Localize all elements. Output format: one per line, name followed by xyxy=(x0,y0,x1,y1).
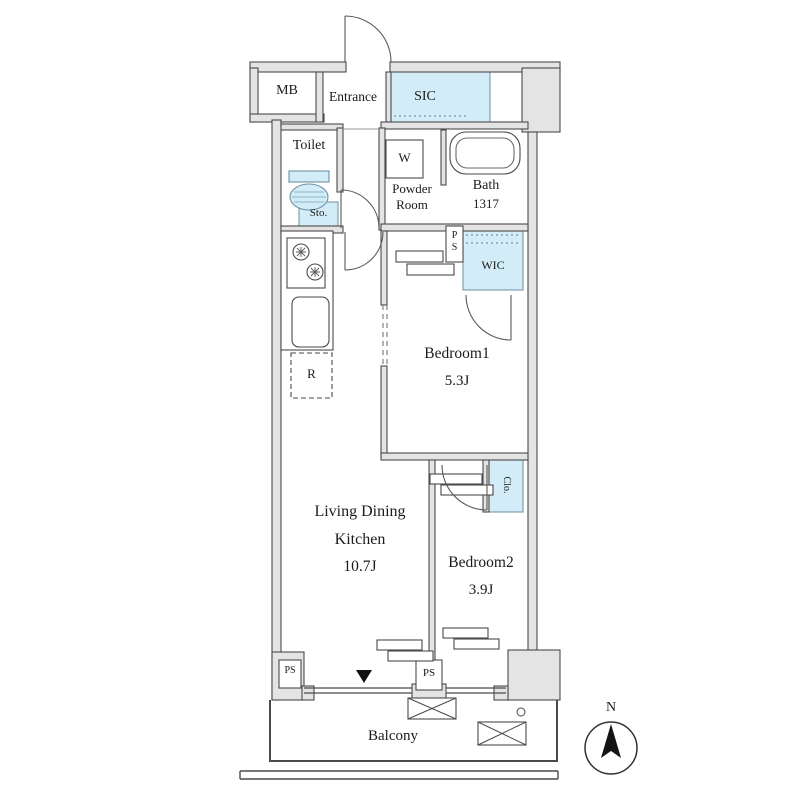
compass-north-label: N xyxy=(605,700,617,715)
sink-icon xyxy=(291,296,330,348)
dotted-details xyxy=(394,115,520,244)
wall-bedroom1-bottom xyxy=(380,452,529,461)
direction-triangle xyxy=(356,670,372,683)
wall-top-right-block xyxy=(521,67,561,133)
storage-label: Sto. xyxy=(309,207,328,219)
ps-bottom-mid-label: PS xyxy=(422,667,436,679)
sic-area xyxy=(389,71,491,123)
bedroom1-label: Bedroom1 xyxy=(424,345,490,362)
powder-room-label-line1: Powder xyxy=(392,181,432,196)
balcony-label: Balcony xyxy=(368,728,418,744)
mb-label: MB xyxy=(276,83,298,98)
fridge-box xyxy=(290,352,333,399)
wall-bath-left xyxy=(440,129,447,186)
ldk-label-line2: Kitchen xyxy=(334,531,386,548)
toilet-tank-icon xyxy=(288,170,330,183)
wic-door-arc xyxy=(465,294,512,341)
bedroom1-size-label: 5.3J xyxy=(444,373,470,389)
toilet-label: Toilet xyxy=(292,138,326,153)
ldk-size-label: 10.7J xyxy=(343,558,377,575)
closet-area xyxy=(488,459,524,513)
slider-bedroom2-1 xyxy=(429,473,483,485)
slider-bedroom2-2 xyxy=(440,484,494,496)
wall-bedroom1-left-upper xyxy=(380,230,388,306)
wall-left xyxy=(271,119,282,701)
slider-ldk-window-1 xyxy=(376,639,423,651)
slider-ldk-window-2 xyxy=(387,650,434,662)
slider-bedroom2-window-2 xyxy=(453,638,500,650)
wall-bedroom1-left-lower xyxy=(380,365,388,459)
balcony-hatch-x-1 xyxy=(407,697,457,720)
ps-box-top xyxy=(445,225,464,263)
fridge-label: R xyxy=(307,366,316,381)
wic-area xyxy=(462,225,524,291)
wall-bottom-right-block xyxy=(507,649,561,701)
closet-door-arc xyxy=(441,464,488,511)
bedroom2-size-label: 3.9J xyxy=(468,582,494,598)
ps-top-label: PS xyxy=(449,230,460,254)
sic-label: SIC xyxy=(414,89,436,104)
closet-label: Clo. xyxy=(501,476,512,494)
balcony-outline xyxy=(269,700,558,762)
washer-label: W xyxy=(398,150,411,165)
entrance-door-arc xyxy=(344,15,392,63)
slider-bedroom2-window-1 xyxy=(442,627,489,639)
burner-1-grate xyxy=(296,247,306,257)
wall-mb-right xyxy=(315,71,324,123)
doors xyxy=(340,15,512,511)
burner-2-grate xyxy=(310,267,320,277)
compass xyxy=(584,721,638,775)
slider-powder-2 xyxy=(406,263,455,276)
wall-toilet-top xyxy=(280,123,344,131)
compass-needle-icon xyxy=(601,724,621,758)
bedroom2-label: Bedroom2 xyxy=(448,554,514,571)
wall-top-right xyxy=(389,61,561,73)
ps-bottom-left-label: PS xyxy=(284,665,296,676)
bath-label: Bath xyxy=(472,178,500,193)
slider-powder-1 xyxy=(395,250,444,263)
bath-size-label: 1317 xyxy=(473,196,499,211)
entrance-label: Entrance xyxy=(329,89,377,104)
ps-box-bottom-mid xyxy=(415,659,443,691)
partition-dashed xyxy=(382,305,388,366)
wall-toilet-right xyxy=(336,127,344,193)
building-edge-lines xyxy=(239,770,559,780)
ldk-label-line1: Living Dining xyxy=(314,503,406,520)
wall-powder-left xyxy=(378,127,386,231)
washer-icon xyxy=(385,139,424,179)
balcony-hatch-x-2 xyxy=(477,721,527,746)
bottom-windows xyxy=(304,687,506,694)
wall-under-sic xyxy=(380,121,529,130)
fixtures xyxy=(280,131,521,662)
wall-mb-bottom xyxy=(249,113,325,123)
hall-door-arc xyxy=(344,231,384,271)
wall-right xyxy=(527,131,538,653)
toilet-door-arc xyxy=(340,189,380,229)
pipe-space-boxes xyxy=(278,225,464,691)
powder-room-label-line2: Room xyxy=(396,197,428,212)
wic-label: WIC xyxy=(481,258,505,272)
wall-top-left xyxy=(249,61,347,73)
balcony-group xyxy=(239,697,559,780)
balcony-drain xyxy=(516,707,526,717)
bathtub-inner xyxy=(455,137,515,169)
ps-box-bottom-left xyxy=(278,659,302,689)
